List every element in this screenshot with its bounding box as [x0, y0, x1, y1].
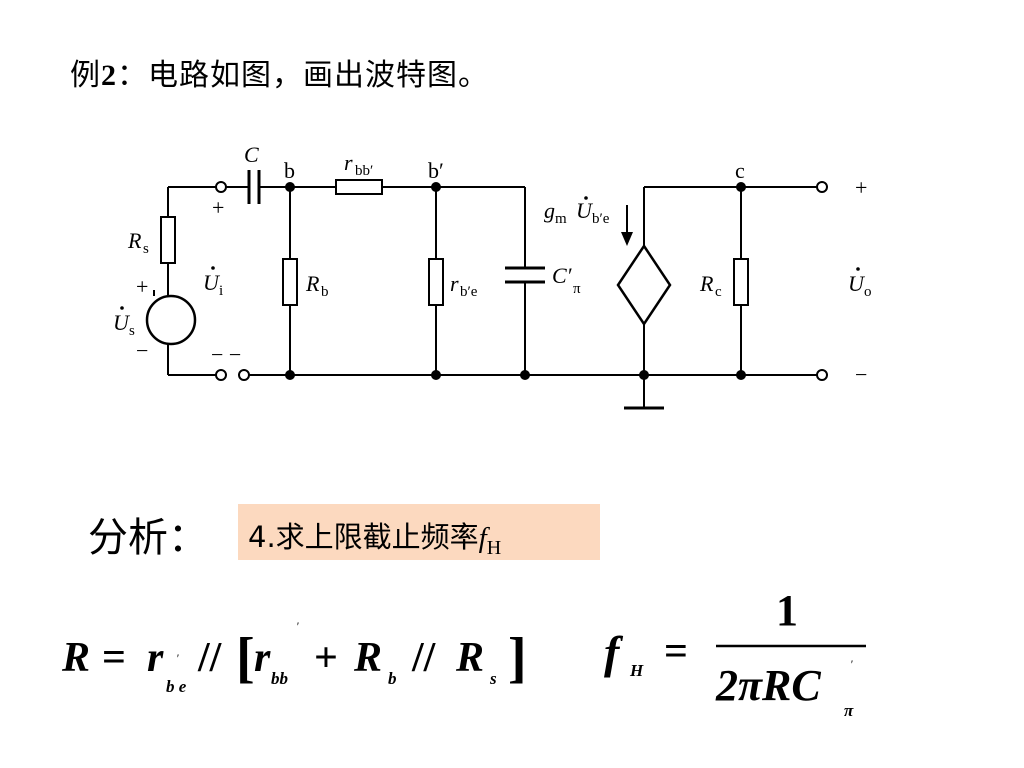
label-rbb-sub: bb′: [355, 163, 373, 179]
f2-num: 1: [776, 586, 798, 635]
node-c-top: [736, 182, 746, 192]
label-output-plus: +: [855, 175, 867, 200]
analysis-label: 分析：: [88, 515, 208, 561]
f1-rb-sub: b: [388, 669, 397, 688]
label-input-plus: +: [212, 195, 224, 220]
node-c-bottom: [736, 370, 746, 380]
label-rb: R: [305, 271, 320, 296]
label-uo-sub: o: [864, 284, 872, 300]
label-rs-sub: s: [143, 241, 149, 257]
f1-rbracket: ]: [508, 627, 527, 689]
label-ui: U: [203, 270, 221, 295]
input-terminal-bottom-1: [215, 369, 227, 381]
node-cpi-bottom: [520, 370, 530, 380]
label-u-ctrl: U: [576, 198, 594, 223]
f1-rs: R: [455, 635, 484, 681]
step-f: f: [478, 522, 487, 554]
f1-rbe: r: [147, 635, 164, 681]
label-rb-sub: b: [321, 284, 329, 300]
node-b-bottom: [285, 370, 295, 380]
label-source-minus: −: [136, 338, 148, 363]
label-us-sub: s: [129, 323, 135, 339]
label-rbe: r: [450, 271, 459, 296]
f1-plus: +: [314, 635, 338, 681]
label-source-plus: +: [136, 274, 148, 299]
step-label: 4.求上限截止频率: [248, 520, 479, 554]
f1-par2: //: [411, 635, 437, 681]
label-rc: R: [699, 271, 714, 296]
f2-den: 2πRC: [715, 661, 821, 710]
f1-rs-sub: s: [489, 669, 497, 688]
title-text: ：电路如图，画出波特图。: [117, 58, 489, 93]
label-u-ctrl-sub: b′e: [592, 211, 610, 227]
label-bprime: b′: [428, 158, 444, 183]
f1-eq: =: [102, 635, 126, 681]
f2-eq: =: [664, 629, 688, 675]
output-terminal-bottom: [816, 369, 828, 381]
label-cpi-sub: π: [573, 281, 581, 297]
node-source-bottom: [639, 370, 649, 380]
label-c: C: [244, 142, 259, 167]
label-rc-sub: c: [715, 284, 722, 300]
label-gm: g: [544, 198, 555, 223]
label-c-node: c: [735, 158, 745, 183]
label-us: U: [113, 310, 131, 335]
f1-rbb-sub: bb: [271, 669, 288, 688]
label-rbb: r: [344, 150, 353, 175]
label-rbe-sub: b′e: [460, 284, 478, 300]
voltage-source-us: [145, 294, 197, 346]
label-gm-sub: m: [555, 211, 567, 227]
f1-rbe-prime: ': [176, 651, 179, 665]
node-b-top: [285, 182, 295, 192]
f2-f-sub: H: [629, 661, 644, 680]
f2-f: f: [604, 627, 624, 678]
label-cpi: C′: [552, 263, 573, 288]
f1-lbracket: [: [236, 627, 255, 689]
f1-rbe-sub: b e: [166, 677, 187, 696]
f2-den-sub: π: [844, 701, 854, 720]
label-ui-sub: i: [219, 283, 223, 299]
f1-rbb: r: [254, 635, 271, 681]
label-b: b: [284, 158, 295, 183]
f1-r: R: [61, 635, 90, 681]
title-prefix: 例: [70, 58, 101, 93]
label-input-minus: − −: [211, 342, 241, 367]
f1-par: //: [197, 635, 223, 681]
step-f-sub: H: [486, 536, 502, 559]
label-output-minus: −: [855, 362, 867, 387]
step-text: 4.求上限截止频率fH: [248, 514, 501, 560]
f2-den-prime: ': [850, 657, 853, 671]
node-bprime-top: [431, 182, 441, 192]
title-number: 2: [101, 59, 117, 92]
output-terminal-top: [816, 181, 828, 193]
current-arrowhead: [621, 232, 633, 246]
label-rs: R: [127, 228, 142, 253]
problem-title: 例2：电路如图，画出波特图。: [70, 50, 489, 94]
node-bprime-bottom: [431, 370, 441, 380]
f1-rbb-prime: ': [296, 619, 299, 633]
step-highlight: [238, 504, 600, 560]
f1-rb: R: [353, 635, 382, 681]
label-uo: U: [848, 271, 866, 296]
